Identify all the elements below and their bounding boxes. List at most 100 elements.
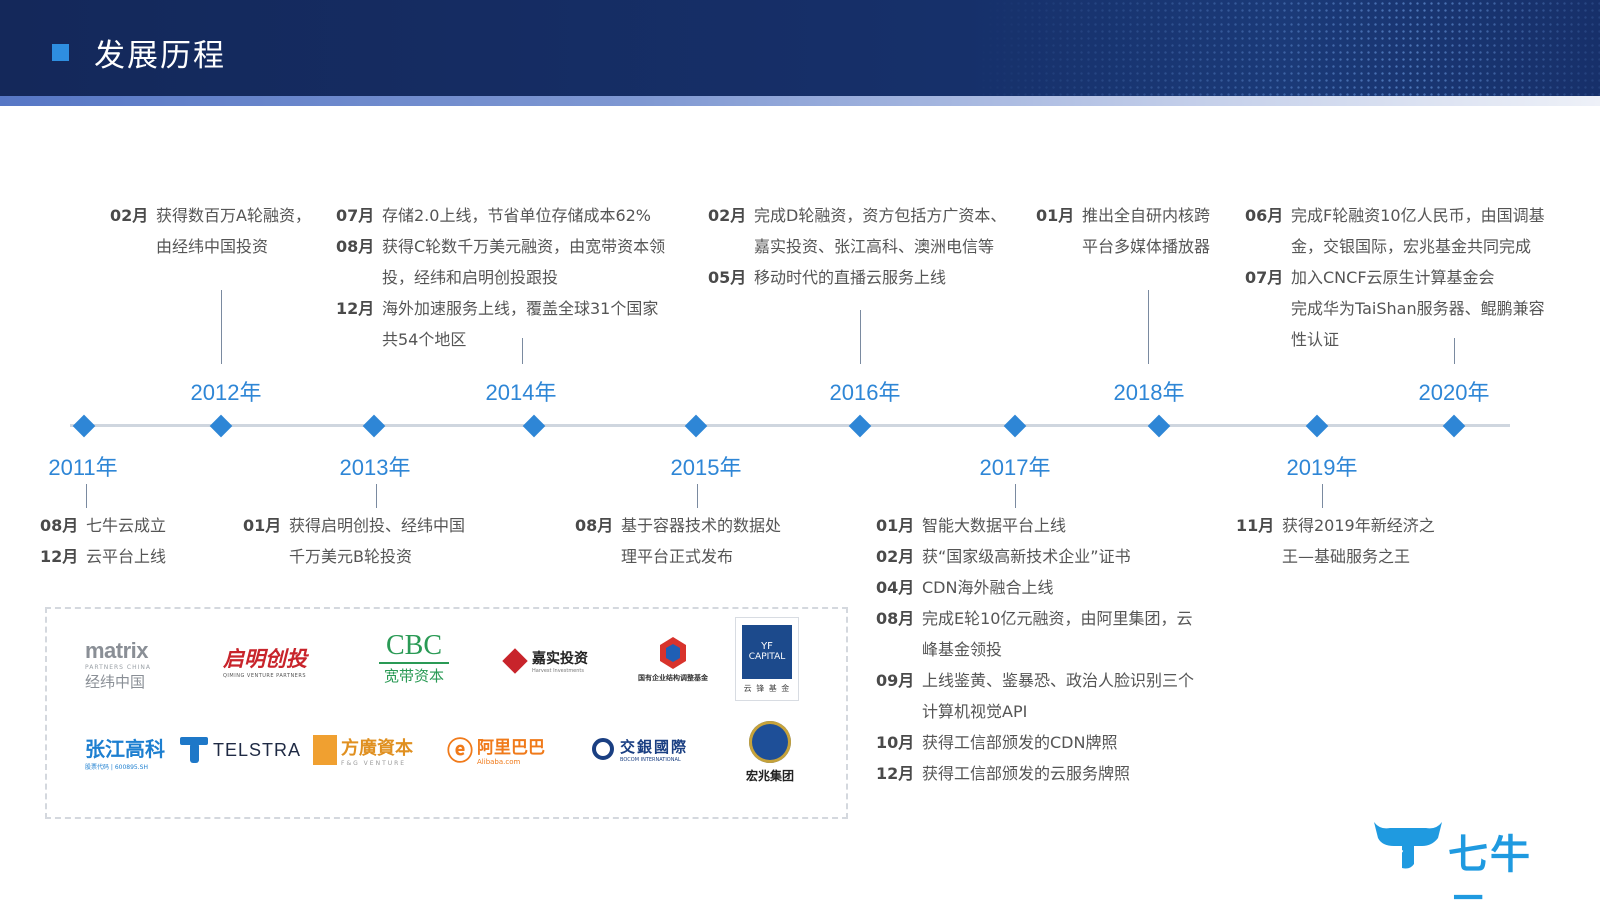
event-text: 千万美元B轮投资 [289, 547, 412, 566]
logo-text: matrix [85, 638, 149, 663]
event-text: 获得数百万A轮融资， [156, 206, 311, 225]
event-text: 共54个地区 [382, 330, 467, 349]
logo-subtext: 股票代码 | 600895.SH [85, 764, 148, 771]
event-row: 由经纬中国投资 [110, 231, 340, 262]
timeline-node-2019[interactable] [1305, 414, 1329, 438]
title-square-icon [52, 44, 69, 61]
event-text: 由经纬中国投资 [156, 237, 269, 256]
header-dot-pattern [980, 0, 1600, 96]
year-label-2011: 2011年 [48, 455, 118, 480]
event-text: 七牛云成立 [86, 516, 167, 535]
event-text: 存储2.0上线，节省单位存储成本62% [382, 206, 652, 225]
logo-text: 张江高科 [85, 737, 165, 761]
timeline-node-2014[interactable] [522, 414, 546, 438]
logo-subtext: 宽带资本 [383, 666, 444, 685]
event-text: 性认证 [1291, 330, 1340, 349]
connector-2019 [1322, 484, 1323, 508]
logo-subtext: QIMING VENTURE PARTNERS [223, 673, 306, 679]
timeline-node-2011[interactable] [72, 414, 96, 438]
event-row: 峰基金领投 [876, 634, 1236, 665]
logo-subtext: PARTNERS CHINA [85, 664, 151, 671]
events-2014: 07月存储2.0上线，节省单位存储成本62% 08月获得C轮数千万美元融资，由宽… [336, 200, 696, 355]
logo-text: 国有企业结构调整基金 [638, 673, 708, 682]
connector-2015 [697, 484, 698, 508]
timeline-node-2012[interactable] [209, 414, 233, 438]
logo-text: 交銀國際 [620, 737, 689, 756]
event-row: 计算机视觉API [876, 696, 1236, 727]
event-row: 12月云平台上线 [40, 541, 240, 572]
logo-yf-capital: YF CAPITAL 云 锋 基 金 [735, 617, 799, 701]
event-text: 海外加速服务上线，覆盖全球31个国家 [382, 299, 659, 318]
honour-globe-icon [749, 720, 791, 763]
harvest-diamond-icon [502, 648, 528, 674]
event-text: 推出全自研内核跨 [1082, 206, 1211, 225]
timeline-line [70, 424, 1510, 427]
event-row: 08月七牛云成立 [40, 510, 240, 541]
event-row: 01月推出全自研内核跨 [1036, 200, 1236, 231]
logo-subtext: Alibaba.com [477, 757, 521, 766]
event-month: 08月 [876, 609, 915, 628]
logo-text: 方廣資本 [341, 737, 413, 759]
event-text: 完成D轮融资，资方包括方广资本、 [754, 206, 1007, 225]
event-text: 嘉实投资、张江高科、澳洲电信等 [754, 237, 995, 256]
logo-zhangjiang-hitech: 张江高科 股票代码 | 600895.SH [85, 729, 195, 775]
year-label-2015: 2015年 [670, 455, 742, 480]
event-text: 金，交银国际，宏兆基金共同完成 [1291, 237, 1532, 256]
event-row: 02月获得数百万A轮融资， [110, 200, 340, 231]
event-row: 07月加入CNCF云原生计算基金会 [1245, 262, 1590, 293]
event-month: 07月 [1245, 268, 1284, 287]
event-text: 理平台正式发布 [621, 547, 734, 566]
event-month: 08月 [336, 237, 375, 256]
event-row: 性认证 [1245, 324, 1590, 355]
event-row: 06月完成F轮融资10亿人民币，由国调基 [1245, 200, 1590, 231]
event-row: 完成华为TaiShan服务器、鲲鹏兼容 [1245, 293, 1590, 324]
year-label-2016: 2016年 [829, 380, 901, 405]
event-month: 02月 [876, 547, 915, 566]
logo-harvest: 嘉实投资 Harvest Investments [502, 639, 617, 683]
year-label-2012: 2012年 [190, 380, 262, 405]
event-text: 平台多媒体播放器 [1082, 237, 1211, 256]
header-bar: 发展历程 [0, 0, 1600, 96]
event-text: 获得工信部颁发的CDN牌照 [922, 733, 1118, 752]
event-row: 投，经纬和启明创投跟投 [336, 262, 696, 293]
year-label-2020: 2020年 [1418, 380, 1490, 405]
timeline-node-2015[interactable] [684, 414, 708, 438]
logo-subtext: 云 锋 基 金 [743, 683, 791, 693]
bocom-emblem-icon [592, 738, 614, 760]
logo-text: YF [761, 640, 773, 652]
timeline-node-2017[interactable] [1003, 414, 1027, 438]
event-row: 共54个地区 [336, 324, 696, 355]
year-label-2018: 2018年 [1113, 380, 1185, 405]
connector-2013 [376, 484, 377, 508]
event-month: 02月 [110, 206, 149, 225]
timeline-node-2020[interactable] [1442, 414, 1466, 438]
connector-2016 [860, 310, 861, 364]
alibaba-smile-icon: ⓔ [447, 736, 474, 767]
logo-cbc: CBC 宽带资本 [369, 627, 459, 689]
connector-2017 [1015, 484, 1016, 508]
event-row: 01月智能大数据平台上线 [876, 510, 1236, 541]
connector-2020 [1454, 338, 1455, 364]
connector-2018 [1148, 290, 1149, 364]
event-month: 02月 [708, 206, 747, 225]
logo-subtext: BOCOM INTERNATIONAL [620, 756, 681, 763]
event-text: 获得启明创投、经纬中国 [289, 516, 466, 535]
timeline-node-2016[interactable] [848, 414, 872, 438]
logo-subtext: F&G VENTURE [341, 759, 407, 767]
timeline-node-2018[interactable] [1147, 414, 1171, 438]
event-text: 移动时代的直播云服务上线 [754, 268, 947, 287]
connector-2014 [522, 338, 523, 364]
logo-text: 阿里巴巴 [477, 737, 546, 758]
event-row: 05月移动时代的直播云服务上线 [708, 262, 1028, 293]
event-month: 01月 [1036, 206, 1075, 225]
year-label-2019: 2019年 [1286, 455, 1358, 480]
events-2013: 01月获得启明创投、经纬中国 千万美元B轮投资 [243, 510, 513, 572]
connector-2011 [86, 484, 87, 508]
header-gradient-band [0, 96, 1600, 106]
event-month: 12月 [336, 299, 375, 318]
event-text: 智能大数据平台上线 [922, 516, 1067, 535]
timeline-node-2013[interactable] [362, 414, 386, 438]
event-row: 02月完成D轮融资，资方包括方广资本、 [708, 200, 1028, 231]
event-text: 获得工信部颁发的云服务牌照 [922, 764, 1131, 783]
